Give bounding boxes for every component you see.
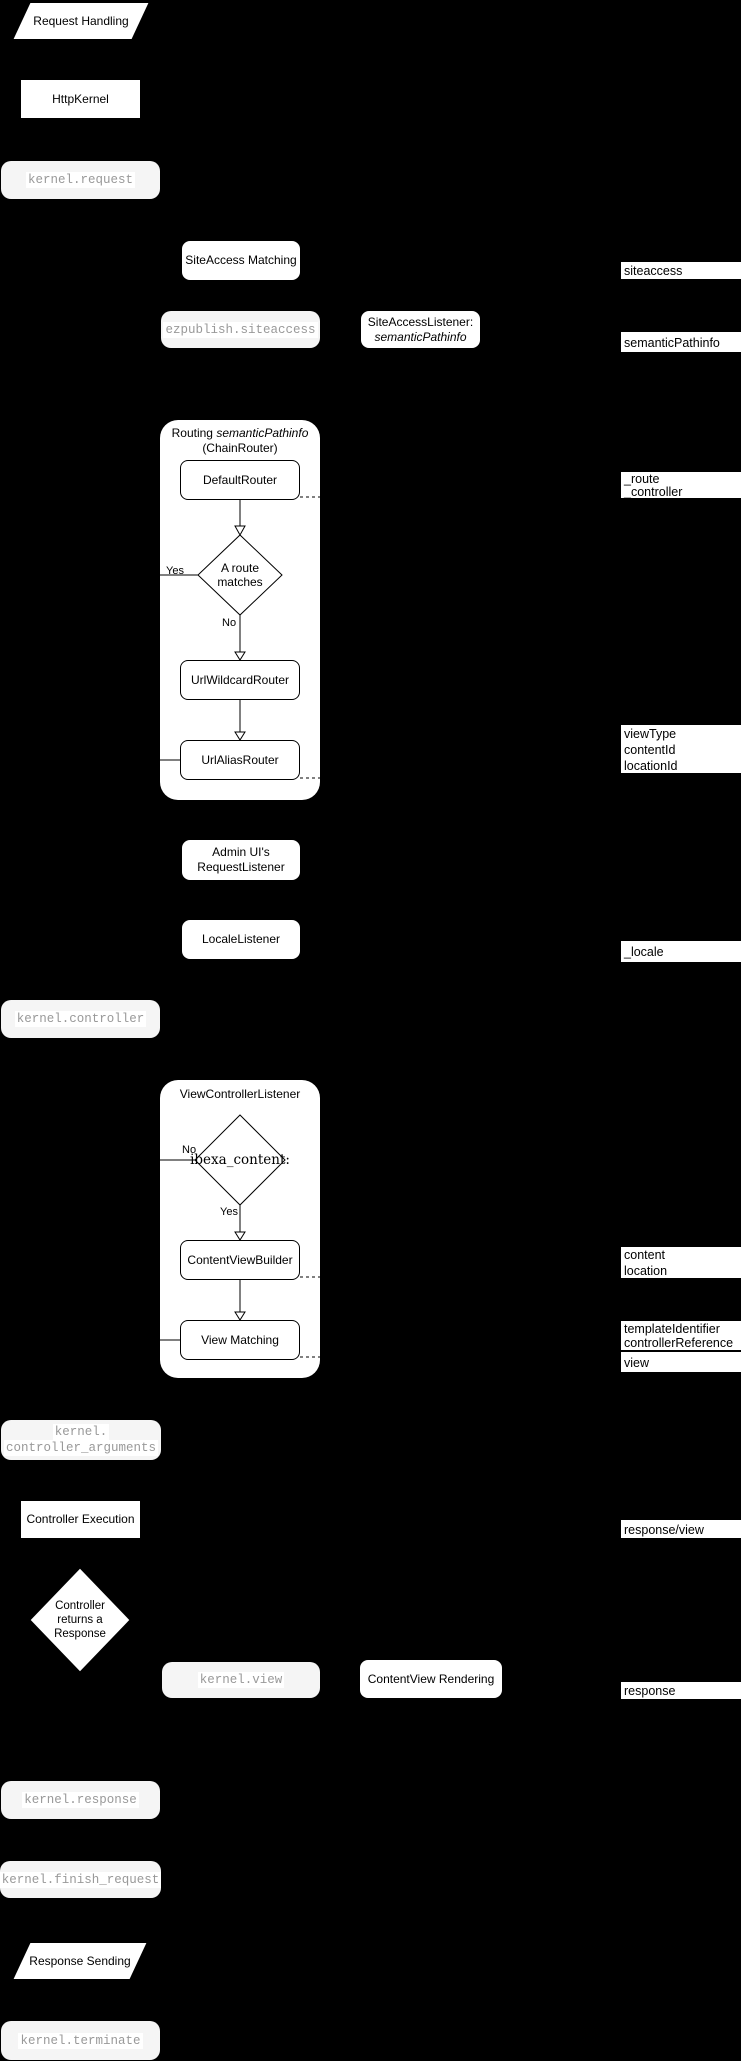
ibexa-content-text: ibexa_content: xyxy=(190,1152,290,1168)
ezpublish-siteaccess-event: ezpublish.siteaccess xyxy=(161,311,320,348)
url-alias-router-box: UrlAliasRouter xyxy=(180,740,300,780)
default-router-box: DefaultRouter xyxy=(180,460,300,500)
side-label-template-controller-reference: templateIdentifier controllerReference xyxy=(621,1321,741,1350)
ibexa-content-no-label: No xyxy=(182,1144,197,1156)
ibexa-content-yes-label: Yes xyxy=(220,1206,238,1218)
siteaccess-matching-box: SiteAccess Matching xyxy=(182,241,300,280)
locale-listener-label: LocaleListener xyxy=(201,932,281,946)
content-view-builder-label: ContentViewBuilder xyxy=(187,1252,293,1267)
route-matches-no-label: No xyxy=(222,617,237,629)
kernel-finish-request-event: kernel.finish_request xyxy=(0,1861,162,1898)
side-label-response-view: response/view xyxy=(621,1520,741,1538)
controller-execution-box: Controller Execution xyxy=(21,1501,140,1538)
route-matches-yes-label: Yes xyxy=(166,565,184,577)
locale-listener-box: LocaleListener xyxy=(182,920,300,959)
url-wildcard-router-label: UrlWildcardRouter xyxy=(190,672,290,687)
view-controller-listener-title: ViewControllerListener xyxy=(179,1087,301,1101)
side-label-locale: _locale xyxy=(621,941,741,962)
httpkernel-label: HttpKernel xyxy=(52,91,109,106)
url-alias-router-label: UrlAliasRouter xyxy=(201,752,279,767)
route-matches-text: A route matches xyxy=(217,561,263,589)
siteaccess-listener-box: SiteAccessListener: semanticPathinfo xyxy=(361,311,480,348)
url-wildcard-router-box: UrlWildcardRouter xyxy=(180,660,300,700)
request-handling-parallelogram: Request Handling xyxy=(12,3,150,39)
default-router-label: DefaultRouter xyxy=(202,472,278,487)
kernel-request-event: kernel.request xyxy=(1,161,160,199)
view-matching-label: View Matching xyxy=(201,1332,279,1347)
kernel-controller-arguments-event: kernel. controller_arguments xyxy=(1,1420,161,1460)
routing-container-title: Routing semanticPathinfo (ChainRouter) xyxy=(160,426,320,456)
siteaccess-listener-line2: semanticPathinfo xyxy=(374,329,467,344)
kernel-terminate-label: kernel.terminate xyxy=(18,2032,143,2049)
kernel-controller-event: kernel.controller xyxy=(1,1000,160,1038)
controller-returns-text: Controller returns a Response xyxy=(54,1600,106,1640)
routing-title-prefix: Routing xyxy=(171,426,217,440)
side-label-siteaccess: siteaccess xyxy=(621,262,741,279)
routing-title-line2: (ChainRouter) xyxy=(202,441,278,455)
kernel-view-event: kernel.view xyxy=(162,1662,320,1698)
response-sending-label: Response Sending xyxy=(29,1954,131,1968)
side-label-response: response xyxy=(621,1682,741,1699)
kernel-response-event: kernel.response xyxy=(1,1781,160,1819)
controller-execution-label: Controller Execution xyxy=(26,1512,135,1526)
side-label-view: view xyxy=(621,1352,741,1372)
kernel-request-label: kernel.request xyxy=(25,172,136,188)
content-view-builder-box: ContentViewBuilder xyxy=(180,1240,300,1280)
side-label-content-location: content location xyxy=(621,1247,741,1278)
kernel-view-label: kernel.view xyxy=(197,1672,285,1688)
siteaccess-listener-line1: SiteAccessListener: xyxy=(367,314,474,329)
routing-title-italic: semanticPathinfo xyxy=(216,426,309,440)
admin-ui-request-listener-box: Admin UI's RequestListener xyxy=(182,840,300,880)
kernel-controller-label: kernel.controller xyxy=(14,1011,147,1027)
contentview-rendering-box: ContentView Rendering xyxy=(360,1660,502,1698)
response-sending-parallelogram: Response Sending xyxy=(12,1943,148,1979)
side-label-route-controller: _route _controller xyxy=(621,472,741,498)
kernel-response-label: kernel.response xyxy=(22,1792,139,1808)
request-handling-label: Request Handling xyxy=(33,14,129,28)
side-label-semantic-pathinfo: semanticPathinfo xyxy=(621,332,741,352)
view-matching-box: View Matching xyxy=(180,1320,300,1360)
kernel-finish-request-label: kernel.finish_request xyxy=(0,1871,162,1888)
contentview-rendering-label: ContentView Rendering xyxy=(367,1671,495,1686)
ezpublish-siteaccess-label: ezpublish.siteaccess xyxy=(163,321,318,338)
httpkernel-box: HttpKernel xyxy=(21,80,140,118)
side-label-viewtype-contentid-locationid: viewType contentId locationId xyxy=(621,725,741,773)
kernel-terminate-event: kernel.terminate xyxy=(1,2021,160,2060)
siteaccess-matching-label: SiteAccess Matching xyxy=(185,253,297,267)
